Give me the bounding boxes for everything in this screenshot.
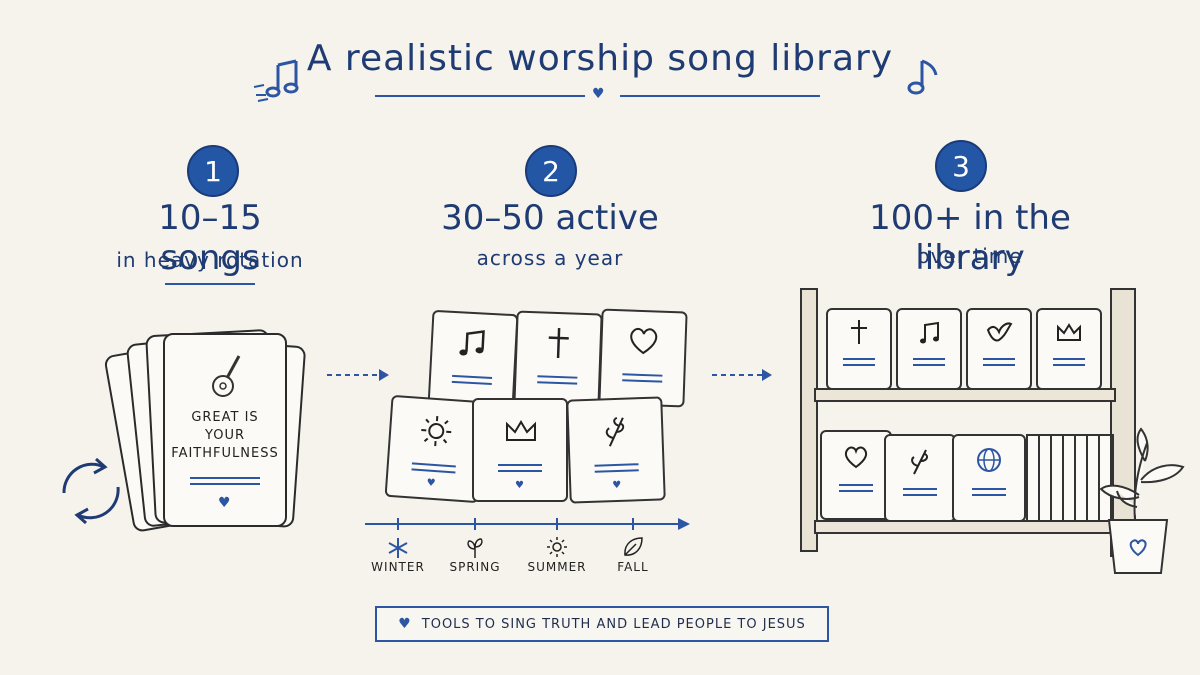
step-1-underline: [165, 283, 255, 285]
step-1-number: 1: [187, 145, 239, 197]
rack-card-sun: ♥: [384, 394, 486, 504]
step-3-headline: 100+ in the library: [869, 198, 1071, 278]
step-2-headline: 30–50 active: [441, 198, 659, 238]
guitar-icon: [212, 355, 241, 397]
rack-card-heart: [598, 308, 688, 408]
card-heart-icon: ♥: [218, 495, 231, 511]
shelf-bottom-board: [814, 520, 1116, 534]
globe-icon: [977, 448, 1001, 472]
shelf-middle-board: [814, 388, 1116, 402]
crown-icon: [506, 420, 536, 441]
shelf-card-cross: [826, 308, 892, 390]
season-winter: WINTER: [371, 560, 425, 574]
step-1-headline: 10–15 songs: [158, 198, 262, 278]
shelf-right-side: [1110, 288, 1136, 557]
leaf-icon: [605, 416, 625, 447]
step-2-number: 2: [525, 145, 577, 197]
step-1-subline: in heavy rotation: [116, 248, 304, 272]
shelf-card-heart: [820, 430, 892, 520]
fall-leaf-icon: [624, 537, 643, 556]
rack-card-crown: ♥: [472, 398, 568, 502]
shelf-card-leaf: [884, 434, 956, 522]
shelf-card-music: [896, 308, 962, 390]
arrow-1-icon: [327, 369, 389, 381]
shelf-left-side: [800, 288, 818, 552]
bookshelf: [800, 288, 1145, 558]
banner-text: TOOLS TO SING TRUTH AND LEAD PEOPLE TO J…: [421, 616, 806, 632]
title-underline-left: [375, 95, 585, 97]
cross-icon: [548, 327, 569, 359]
heart-icon: [630, 327, 658, 355]
rack-card-music: [427, 309, 519, 411]
season-fall: FALL: [617, 560, 649, 574]
season-spring: SPRING: [449, 560, 501, 574]
leaf-icon: [911, 449, 929, 475]
shelf-card-crown: [1036, 308, 1102, 390]
step-3-number: 3: [935, 140, 987, 192]
featured-song-card: GREAT IS YOUR FAITHFULNESS ♥: [163, 333, 287, 527]
page-title: A realistic worship song library: [306, 38, 894, 79]
heart-icon: [844, 446, 868, 469]
card-lines: [165, 473, 285, 489]
title-underline-right: [620, 95, 820, 97]
rack-card-leaf: ♥: [566, 396, 666, 504]
plant-icon: [1099, 427, 1185, 574]
arrow-2-icon: [712, 369, 772, 381]
music-note-icon: [920, 321, 939, 344]
cross-icon: [851, 320, 867, 344]
sun-icon: [421, 416, 452, 447]
song-title-line-1: GREAT IS: [191, 410, 259, 425]
season-summer: SUMMER: [527, 560, 587, 574]
music-notes-icon: [253, 59, 299, 102]
refresh-cycle-icon: [62, 457, 120, 525]
shelf-book-spines: [1026, 434, 1114, 522]
sun-small-icon: [547, 537, 567, 557]
song-title-line-2: YOUR: [204, 428, 245, 443]
song-title-line-3: FAITHFULNESS: [171, 446, 279, 461]
music-note-icon: [459, 330, 485, 356]
shelf-card-dove: [966, 308, 1032, 390]
step-3-subline: over time: [917, 244, 1023, 268]
dove-icon: [986, 322, 1013, 342]
crown-icon: [1057, 323, 1081, 341]
mission-banner: ♥ TOOLS TO SING TRUTH AND LEAD PEOPLE TO…: [375, 606, 829, 642]
timeline-axis: [365, 518, 690, 530]
snowflake-icon: [388, 538, 408, 558]
step-2-subline: across a year: [476, 246, 624, 270]
banner-heart-icon: ♥: [398, 616, 412, 632]
music-note-icon: [907, 59, 938, 95]
sprout-icon: [467, 538, 483, 558]
shelf-card-globe: [952, 434, 1026, 522]
title-heart-icon: ♥: [592, 86, 605, 102]
rack-card-cross: [513, 310, 603, 410]
